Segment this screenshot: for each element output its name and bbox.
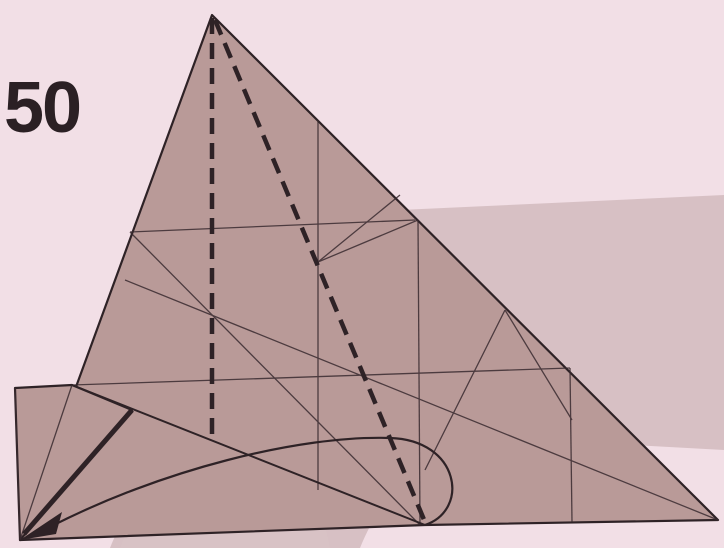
origami-diagram-step: 50 bbox=[0, 0, 724, 548]
fold-diagram bbox=[0, 0, 724, 548]
